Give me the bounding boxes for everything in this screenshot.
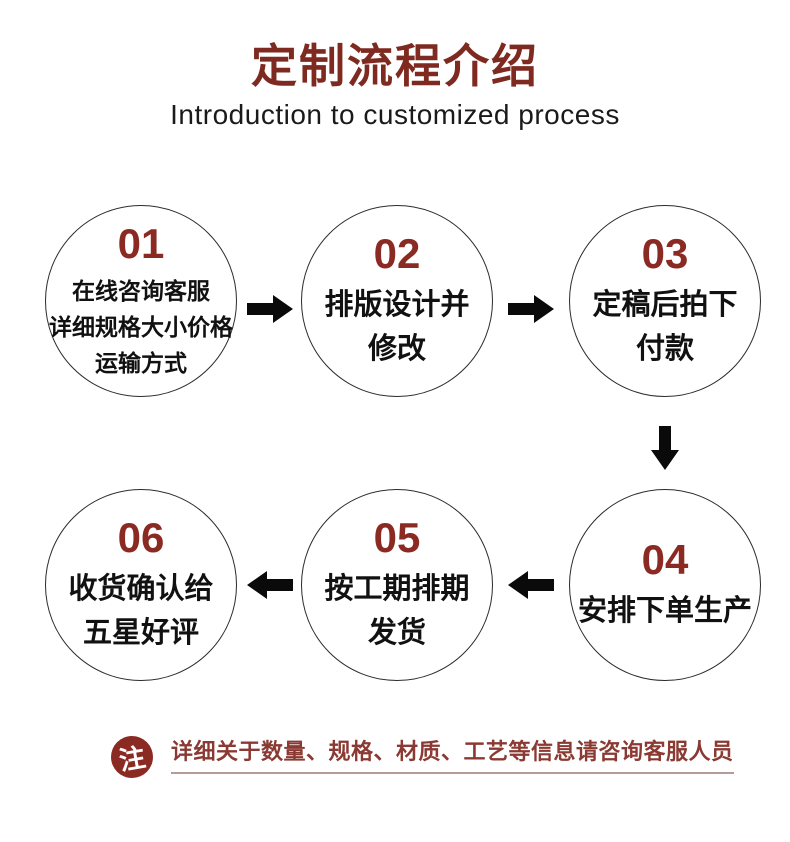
step-circle-01: 01 在线咨询客服 详细规格大小价格 运输方式	[45, 205, 237, 397]
arrow-right-icon	[247, 295, 293, 323]
note-badge: 注	[111, 736, 153, 778]
step-number-04: 04	[641, 535, 689, 583]
step-text-line: 发货	[367, 617, 426, 650]
step-circle-03: 03 定稿后拍下 付款	[569, 205, 761, 397]
step-text-02: 排版设计并 修改	[324, 283, 469, 371]
step-text-line: 详细规格大小价格	[49, 314, 233, 341]
step-text-line: 修改	[367, 333, 426, 366]
step-circle-04: 04 安排下单生产	[569, 489, 761, 681]
arrow-right-icon	[508, 295, 554, 323]
arrow-down-icon	[651, 426, 679, 470]
step-text-line: 按工期排期	[324, 573, 470, 606]
step-number-03: 03	[641, 229, 689, 277]
page-subtitle: Introduction to customized process	[170, 98, 620, 130]
step-text-03: 定稿后拍下 付款	[592, 283, 737, 371]
step-circle-02: 02 排版设计并 修改	[301, 205, 493, 397]
step-text-line: 排版设计并	[324, 289, 470, 322]
step-number-01: 01	[117, 219, 165, 267]
step-text-04: 安排下单生产	[578, 589, 752, 633]
page-title: 定制流程介绍	[251, 40, 539, 92]
step-text-05: 按工期排期 发货	[324, 567, 469, 655]
note-badge-label: 注	[116, 741, 148, 776]
step-text-line: 收货确认给	[68, 573, 214, 606]
note-text: 详细关于数量、规格、材质、工艺等信息请咨询客服人员	[171, 740, 734, 774]
header: 定制流程介绍 Introduction to customized proces…	[0, 40, 790, 131]
step-text-line: 五星好评	[82, 617, 199, 650]
arrow-left-icon	[247, 571, 293, 599]
step-text-01: 在线咨询客服 详细规格大小价格 运输方式	[49, 273, 233, 381]
step-circle-05: 05 按工期排期 发货	[301, 489, 493, 681]
step-circle-06: 06 收货确认给 五星好评	[45, 489, 237, 681]
step-text-line: 安排下单生产	[577, 595, 752, 628]
step-text-line: 运输方式	[95, 350, 187, 377]
step-number-05: 05	[373, 513, 421, 561]
step-text-line: 在线咨询客服	[72, 278, 210, 305]
step-number-02: 02	[373, 229, 421, 277]
step-text-06: 收货确认给 五星好评	[68, 567, 213, 655]
step-text-line: 付款	[635, 333, 694, 366]
arrow-left-icon	[508, 571, 554, 599]
step-text-line: 定稿后拍下	[592, 289, 738, 322]
step-number-06: 06	[117, 513, 165, 561]
